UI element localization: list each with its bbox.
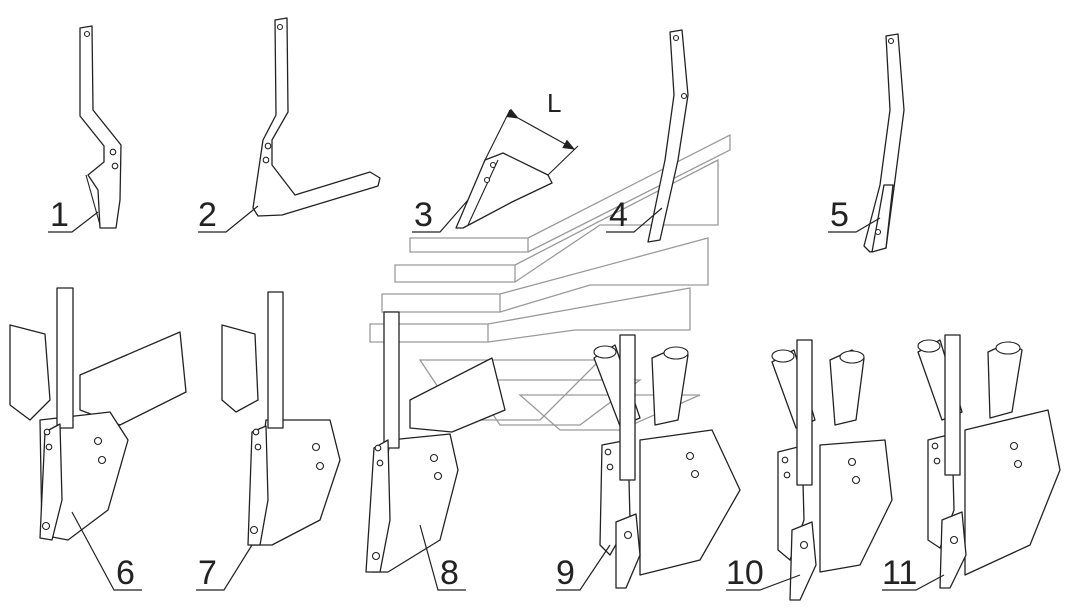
part-6-ridger xyxy=(9,287,187,541)
part-7-ridger xyxy=(221,291,341,546)
part-8-ridger xyxy=(365,311,506,573)
part-label-7: 7 xyxy=(198,554,217,592)
part-4-curved-tine xyxy=(647,29,689,243)
part-label-1: 1 xyxy=(50,196,69,234)
part-2-sweep xyxy=(252,17,381,217)
part-9-ridger-tubes xyxy=(593,334,741,589)
leader-lines xyxy=(48,199,945,591)
part-11-ridger-tubes xyxy=(917,334,1061,589)
part-label-11: 11 xyxy=(882,554,917,592)
part-label-6: 6 xyxy=(116,554,135,592)
part-3-chisel xyxy=(455,108,579,229)
part-10-ridger-tubes xyxy=(771,339,893,601)
part-label-4: 4 xyxy=(609,196,628,234)
part-label-8: 8 xyxy=(440,554,459,592)
part-label-3: 3 xyxy=(414,196,433,234)
part-5-curved-tine xyxy=(863,33,905,253)
part-label-10: 10 xyxy=(726,554,764,592)
part-label-2: 2 xyxy=(198,196,217,234)
part-label-9: 9 xyxy=(556,554,575,592)
dimension-label: L xyxy=(547,88,561,118)
part-label-5: 5 xyxy=(830,196,849,234)
part-1-tine xyxy=(79,25,122,229)
